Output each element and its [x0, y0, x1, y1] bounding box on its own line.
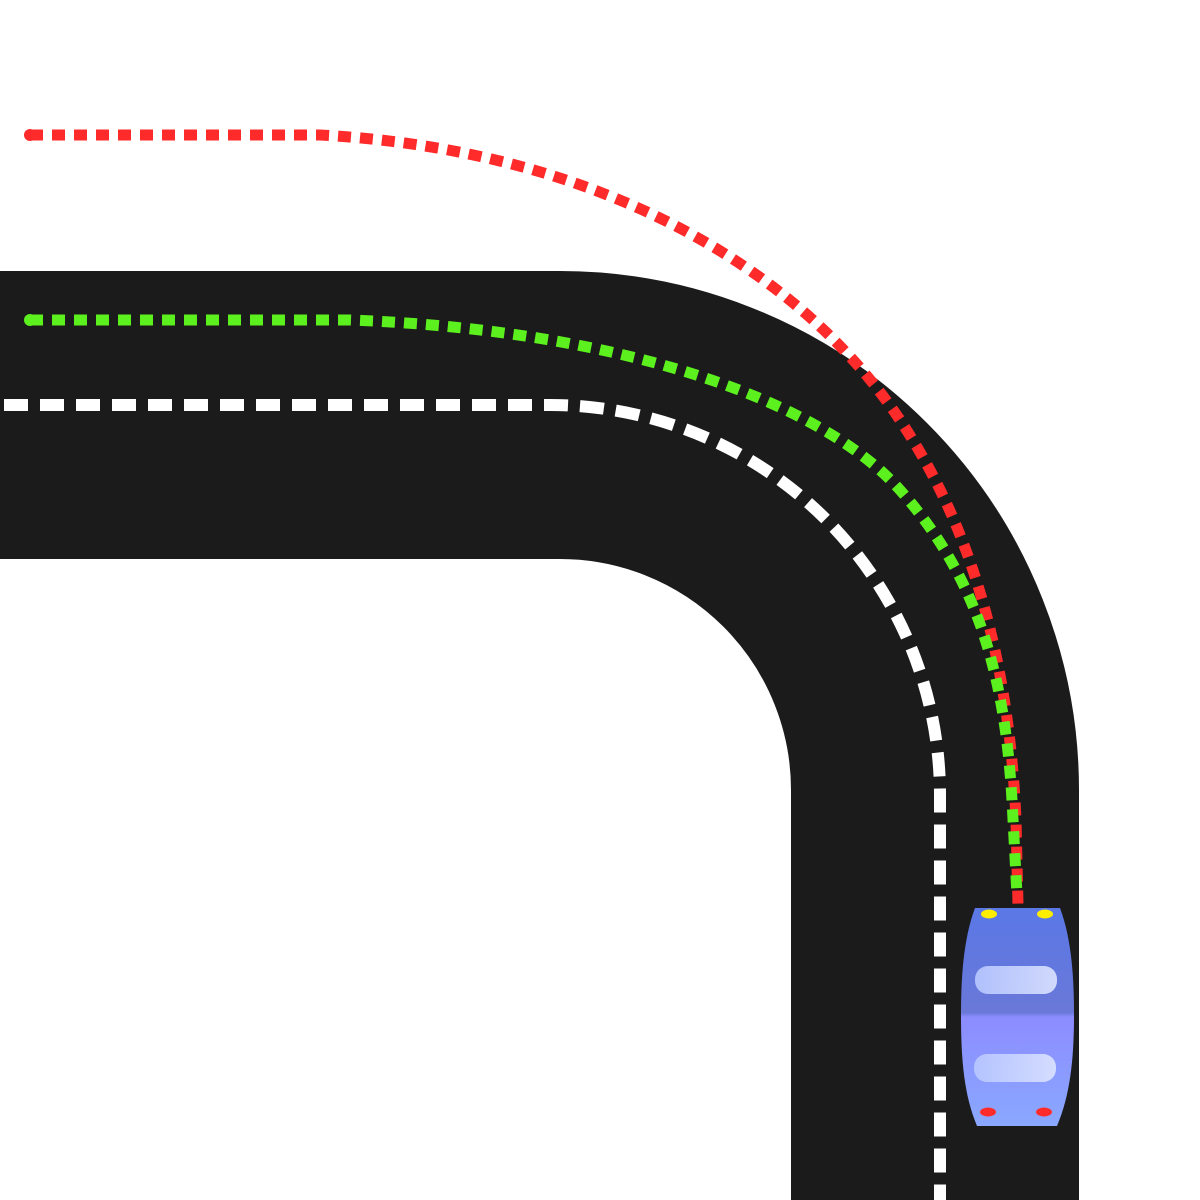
- right-taillight: [1036, 1107, 1052, 1117]
- right-headlight: [1037, 909, 1053, 919]
- car-body: [961, 908, 1074, 1126]
- car-top-view-icon: [961, 908, 1074, 1126]
- car-front-window: [975, 966, 1057, 994]
- green-trajectory-path: [30, 314, 1023, 896]
- car-rear-window: [974, 1054, 1056, 1082]
- road: [0, 271, 1079, 1200]
- red-path-start-dot: [24, 129, 36, 141]
- green-path-start-dot: [24, 314, 36, 326]
- left-taillight: [980, 1107, 996, 1117]
- center-lane-line: [4, 399, 946, 1200]
- left-headlight: [981, 909, 997, 919]
